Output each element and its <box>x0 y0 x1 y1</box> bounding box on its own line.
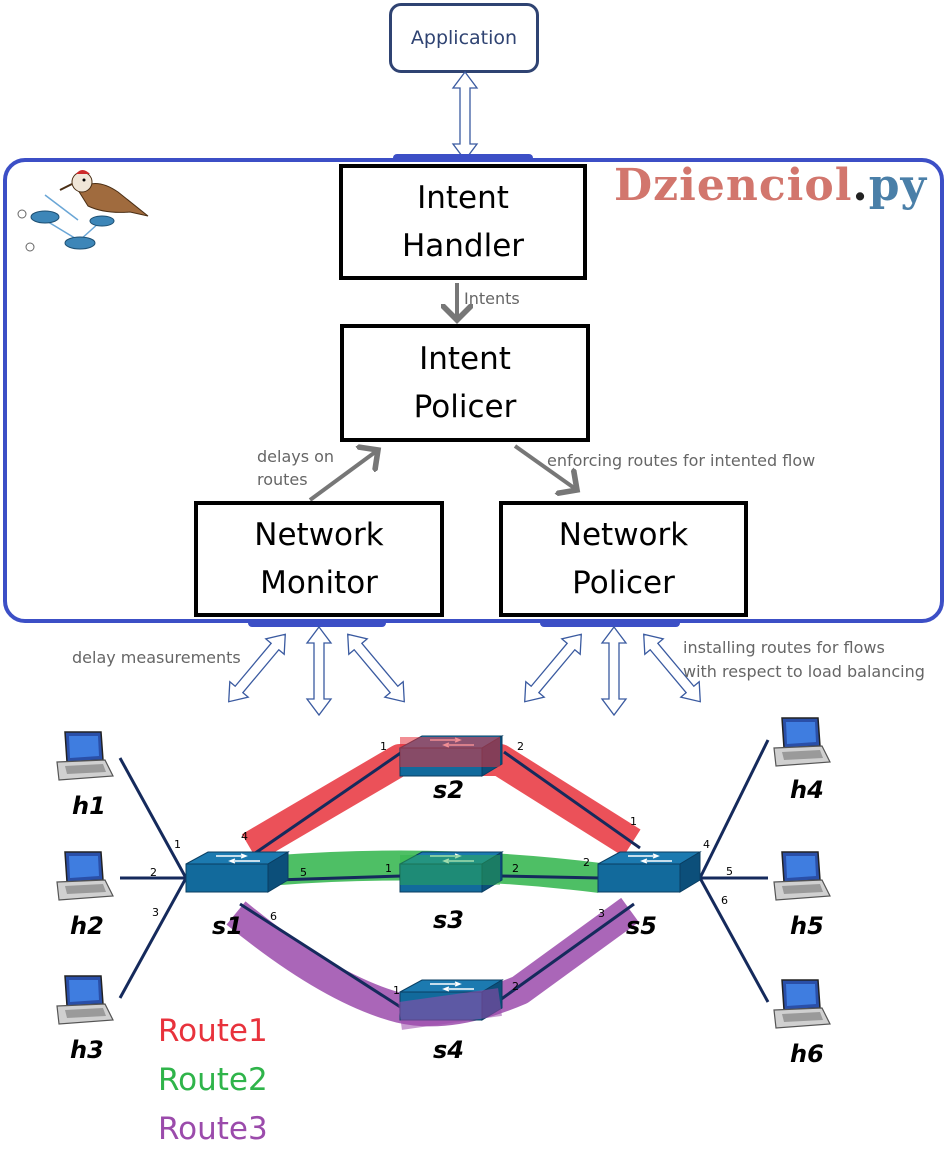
app-controller-arrow <box>452 71 478 161</box>
port-s5-h6: 6 <box>721 894 728 907</box>
controller-top-tab <box>393 154 533 162</box>
link-s5-h6 <box>698 877 770 1003</box>
intents-label: Intents <box>464 289 520 308</box>
port-s3-out: 2 <box>512 862 519 875</box>
port-s5-h5: 5 <box>726 865 733 878</box>
brand-part-1: Dzienciol <box>614 160 853 211</box>
link-s1-s4 <box>239 902 403 1010</box>
port-s2-out: 2 <box>517 740 524 753</box>
port-h2-s1: 2 <box>150 866 157 879</box>
link-s4-s5 <box>499 902 635 1002</box>
intent-handler-box: Intent Handler <box>339 164 587 280</box>
network-policer-line1: Network <box>558 517 689 553</box>
port-h3-s1: 3 <box>152 906 159 919</box>
intent-handler-line1: Intent <box>417 180 509 216</box>
port-s5-s4: 3 <box>598 907 605 920</box>
host-label-h2: h2 <box>70 912 104 940</box>
monitor-arrow-3 <box>337 625 415 711</box>
switch-label-s3: s3 <box>433 906 464 934</box>
legend-route2: Route2 <box>158 1062 268 1098</box>
policer-arrow-1 <box>514 625 592 711</box>
brand-title: Dzienciol.py <box>614 160 927 211</box>
port-s4-in: 1 <box>393 984 400 997</box>
monitor-bottom-tab <box>248 619 386 627</box>
brand-part-2: . <box>852 160 869 211</box>
port-s5-s3: 2 <box>583 856 590 869</box>
network-monitor-box: Network Monitor <box>194 501 444 617</box>
network-policer-box: Network Policer <box>499 501 748 617</box>
enforcing-label: enforcing routes for intented flow <box>547 451 816 470</box>
laptop-icon-h1 <box>56 731 114 781</box>
host-label-h1: h1 <box>72 792 106 820</box>
intent-handler-line2: Handler <box>401 228 525 264</box>
switch-icon-s5 <box>597 851 701 893</box>
link-s1-s2 <box>247 750 403 860</box>
host-label-h4: h4 <box>790 776 824 804</box>
application-box: Application <box>389 3 539 73</box>
link-h3-s1 <box>118 877 188 999</box>
delay-measurements-label: delay measurements <box>72 648 241 667</box>
laptop-icon-h5 <box>773 851 831 901</box>
installing-label-line1: installing routes for flows <box>683 638 885 657</box>
port-s5-s2: 1 <box>630 815 637 828</box>
enforcing-arrow <box>513 444 577 490</box>
switch-label-s2: s2 <box>433 776 464 804</box>
link-s3-s5 <box>499 874 601 880</box>
laptop-icon-h4 <box>773 717 831 767</box>
intent-policer-line2: Policer <box>413 389 517 425</box>
brand-part-3: py <box>868 160 928 211</box>
laptop-icon-h6 <box>773 979 831 1029</box>
legend-route1: Route1 <box>158 1013 268 1049</box>
intent-policer-line1: Intent <box>419 341 511 377</box>
network-policer-line2: Policer <box>572 565 675 601</box>
port-h1-s1: 1 <box>174 838 181 851</box>
policer-bottom-tab <box>540 619 680 627</box>
link-s1-s3 <box>275 874 403 882</box>
laptop-icon-h3 <box>56 975 114 1025</box>
delays-label-line1: delays on <box>257 447 335 466</box>
switch-label-s1: s1 <box>212 912 243 940</box>
port-s1-s4: 6 <box>270 910 277 923</box>
application-label: Application <box>410 27 518 49</box>
network-monitor-line2: Monitor <box>260 565 378 601</box>
port-s4-out: 2 <box>512 980 519 993</box>
network-monitor-line1: Network <box>254 517 384 553</box>
delays-arrow <box>308 450 378 502</box>
port-s3-in: 1 <box>385 862 392 875</box>
intent-policer-box: Intent Policer <box>340 324 590 442</box>
switch-icon-s1 <box>185 851 289 893</box>
laptop-icon-h2 <box>56 851 114 901</box>
delays-label-line2: routes <box>257 470 308 489</box>
monitor-arrow-2 <box>306 626 332 716</box>
switch-label-s5: s5 <box>626 912 657 940</box>
host-label-h6: h6 <box>790 1040 824 1068</box>
port-s5-h4: 4 <box>703 838 710 851</box>
link-s2-s5 <box>503 750 641 850</box>
port-s2-in: 1 <box>380 740 387 753</box>
host-label-h3: h3 <box>70 1036 104 1064</box>
legend-route3: Route3 <box>158 1111 268 1147</box>
link-h1-s1 <box>118 757 188 879</box>
port-s1-s3: 5 <box>300 866 307 879</box>
link-s5-h4 <box>698 739 770 879</box>
installing-label-line2: with respect to load balancing <box>683 662 925 681</box>
host-label-h5: h5 <box>790 912 824 940</box>
route3-over-s4 <box>398 988 502 1030</box>
woodpecker-logo-icon <box>17 170 149 252</box>
switch-label-s4: s4 <box>433 1036 464 1064</box>
policer-arrow-2 <box>601 626 627 716</box>
port-s1-s2: 4 <box>241 830 248 843</box>
